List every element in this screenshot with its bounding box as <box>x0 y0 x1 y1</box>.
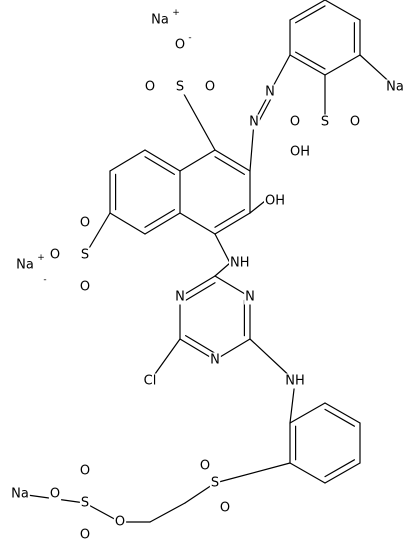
hydroxyl-sulfonic: OH <box>290 145 310 160</box>
bond-50 <box>214 233 231 264</box>
bond-14 <box>214 209 245 228</box>
oxygen-s5-a: O <box>80 464 90 479</box>
bond-31 <box>324 54 361 76</box>
bond-40 <box>289 462 326 484</box>
bond-layer <box>19 0 396 523</box>
bond-1 <box>144 149 181 172</box>
hydroxyl-naphthol: OH <box>265 194 285 209</box>
sulfur-s3: S <box>321 115 329 130</box>
sodium-ion-top-charge: + <box>172 8 180 18</box>
bond-26 <box>289 0 326 21</box>
oxygen-s3-a: O <box>290 115 300 130</box>
triazine-nitrogen-3: N <box>175 290 185 305</box>
bond-28 <box>324 0 361 21</box>
bond-10 <box>214 149 251 172</box>
sulfur-s4: S <box>211 476 219 491</box>
bond-33 <box>295 51 326 70</box>
oxygen-s5-b: O <box>80 528 90 543</box>
bond-15 <box>179 212 216 235</box>
bond-2 <box>144 156 175 175</box>
oxygen-s2-a: O <box>80 216 90 231</box>
nitrogen-azo-2: N <box>265 85 275 100</box>
oxygen-ester: O <box>115 515 125 530</box>
bond-5 <box>144 209 175 228</box>
bond-45 <box>249 121 255 172</box>
oxygen-s4-b: O <box>220 501 230 516</box>
bond-24 <box>185 282 216 301</box>
bond-59 <box>149 502 186 523</box>
oxygen-s3-left: O <box>50 248 60 263</box>
bond-49 <box>249 200 266 214</box>
sulfur-s2: S <box>81 248 89 263</box>
bond-13 <box>214 212 251 235</box>
chlorine-atom: Cl <box>144 374 157 389</box>
sulfur-s1: S <box>176 80 184 95</box>
oxygen-s3-b: O <box>350 115 360 130</box>
bond-6 <box>109 212 146 235</box>
oxygen-s3-left-charge: - <box>43 275 46 285</box>
bond-39 <box>324 459 355 478</box>
amine-nh-lower: NH <box>285 374 305 389</box>
bond-0 <box>109 149 146 172</box>
bond-11 <box>214 156 245 175</box>
nitrogen-azo-1: N <box>249 115 259 130</box>
bond-34 <box>289 402 326 424</box>
bond-35 <box>324 402 361 424</box>
oxygen-s2-b: O <box>80 280 90 295</box>
sodium-ion-left: Na <box>16 258 34 273</box>
oxygen-s1-a: O <box>175 38 185 53</box>
sodium-ion-left-charge: + <box>37 253 45 263</box>
sulfur-s5: S <box>81 496 89 511</box>
sodium-ring-substituent: Na <box>386 80 404 95</box>
bond-51 <box>214 262 231 277</box>
sodium-sulfate: Na <box>11 487 29 502</box>
bond-27 <box>295 5 326 24</box>
bond-44 <box>179 86 216 151</box>
bond-38 <box>324 462 361 484</box>
bond-36 <box>324 408 355 427</box>
bond-32 <box>289 54 326 76</box>
oxygen-s5-c: O <box>50 487 60 502</box>
bond-21 <box>185 335 216 354</box>
amine-nh-upper: NH <box>230 256 250 271</box>
oxygen-s1-c: O <box>205 80 215 95</box>
triazine-nitrogen-1: N <box>245 290 255 305</box>
oxygen-s4-a: O <box>200 459 210 474</box>
oxygen-s1-a-charge: - <box>188 33 191 43</box>
bond-9 <box>179 149 216 172</box>
bond-57 <box>214 462 291 484</box>
triazine-nitrogen-2: N <box>210 353 220 368</box>
sodium-ion-top: Na <box>151 13 169 28</box>
bond-4 <box>144 212 181 235</box>
oxygen-s1-b: O <box>145 80 155 95</box>
